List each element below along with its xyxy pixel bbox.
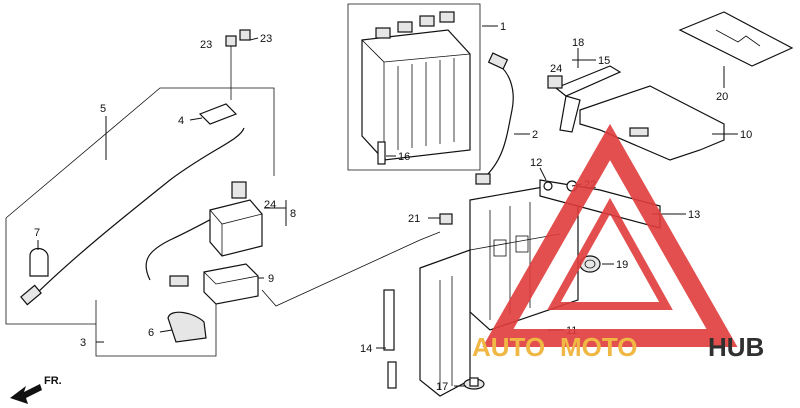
callout-19: 19 (616, 259, 628, 271)
manual-sheet (678, 11, 794, 67)
callout-24-right: 24 (264, 199, 276, 211)
callout-13: 13 (688, 209, 700, 221)
callout-21: 21 (408, 213, 420, 225)
callout-14: 14 (360, 343, 372, 355)
callout-8: 8 (290, 208, 296, 220)
front-direction-arrow: FR. (10, 375, 62, 404)
callout-12: 12 (530, 157, 542, 169)
callout-6: 6 (148, 327, 154, 339)
rod (383, 289, 397, 389)
callout-1: 1 (500, 21, 506, 33)
bolts-23 (225, 29, 251, 100)
callout-17: 17 (436, 381, 448, 393)
relay-cover (203, 263, 259, 305)
watermark-hub: HUB (708, 332, 764, 362)
terminal-cap (29, 247, 49, 277)
watermark-triangle (482, 123, 738, 347)
callout-20: 20 (716, 91, 728, 103)
callout-23-left: 23 (200, 39, 212, 51)
callout-10: 10 (740, 129, 752, 141)
terminal-boot (167, 311, 207, 343)
callout-5: 5 (100, 103, 106, 115)
callout-4: 4 (178, 115, 184, 127)
battery-tray (419, 183, 579, 397)
callout-16: 16 (398, 151, 410, 163)
watermark-moto: MOTO (560, 332, 638, 362)
callout-23-right: 23 (260, 33, 272, 45)
callout-7: 7 (34, 227, 40, 239)
battery-cover (579, 85, 725, 161)
battery-frame (347, 3, 481, 171)
callout-24-left: 24 (550, 63, 562, 75)
callout-2: 2 (532, 129, 538, 141)
callout-18: 18 (572, 37, 584, 49)
starter-relay (209, 181, 263, 257)
callout-15: 15 (598, 55, 610, 67)
callout-3: 3 (80, 337, 86, 349)
watermark: AUTO MOTO HUB (472, 123, 764, 362)
callout-9: 9 (268, 273, 274, 285)
bolt-21 (439, 213, 453, 225)
clip (198, 103, 238, 125)
front-direction-label: FR. (44, 375, 62, 387)
bolt-17 (463, 377, 485, 390)
watermark-auto: AUTO (472, 332, 545, 362)
battery-cable (475, 52, 514, 185)
battery-band (547, 65, 622, 133)
